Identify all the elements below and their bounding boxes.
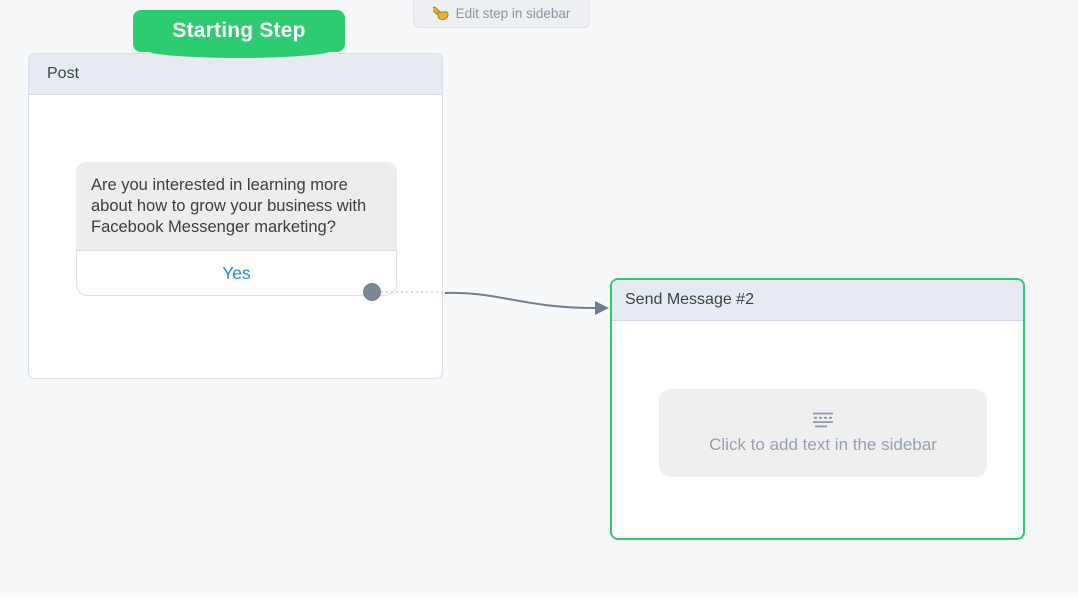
starting-step-label: Starting Step xyxy=(172,19,306,42)
connector-arrowhead-icon xyxy=(595,301,609,315)
text-lines-icon xyxy=(813,412,833,427)
add-text-placeholder-label: Click to add text in the sidebar xyxy=(709,434,937,454)
message-bubble[interactable]: Are you interested in learning more abou… xyxy=(76,162,397,296)
post-card-header[interactable]: Post xyxy=(29,54,442,95)
send-message-2-card[interactable]: Send Message #2 Click to add text in the… xyxy=(610,278,1025,540)
connector-source-dot[interactable] xyxy=(363,283,381,301)
starting-step-badge: Starting Step xyxy=(133,10,345,58)
post-step-card[interactable]: Post Are you interested in learning more… xyxy=(28,53,443,379)
edit-step-in-sidebar-button[interactable]: Edit step in sidebar xyxy=(413,0,590,28)
add-text-placeholder[interactable]: Click to add text in the sidebar xyxy=(659,389,987,477)
send-message-2-header[interactable]: Send Message #2 xyxy=(612,280,1023,321)
connector-curve xyxy=(444,291,597,309)
edit-step-label: Edit step in sidebar xyxy=(455,6,571,21)
bottom-edge-strip xyxy=(0,595,1078,601)
message-text[interactable]: Are you interested in learning more abou… xyxy=(76,162,397,250)
yes-button-label: Yes xyxy=(222,262,251,283)
hand-pointer-icon xyxy=(432,6,449,20)
yes-quick-reply-button[interactable]: Yes xyxy=(76,250,397,296)
post-card-title: Post xyxy=(47,65,80,82)
send-message-2-title: Send Message #2 xyxy=(625,291,754,308)
